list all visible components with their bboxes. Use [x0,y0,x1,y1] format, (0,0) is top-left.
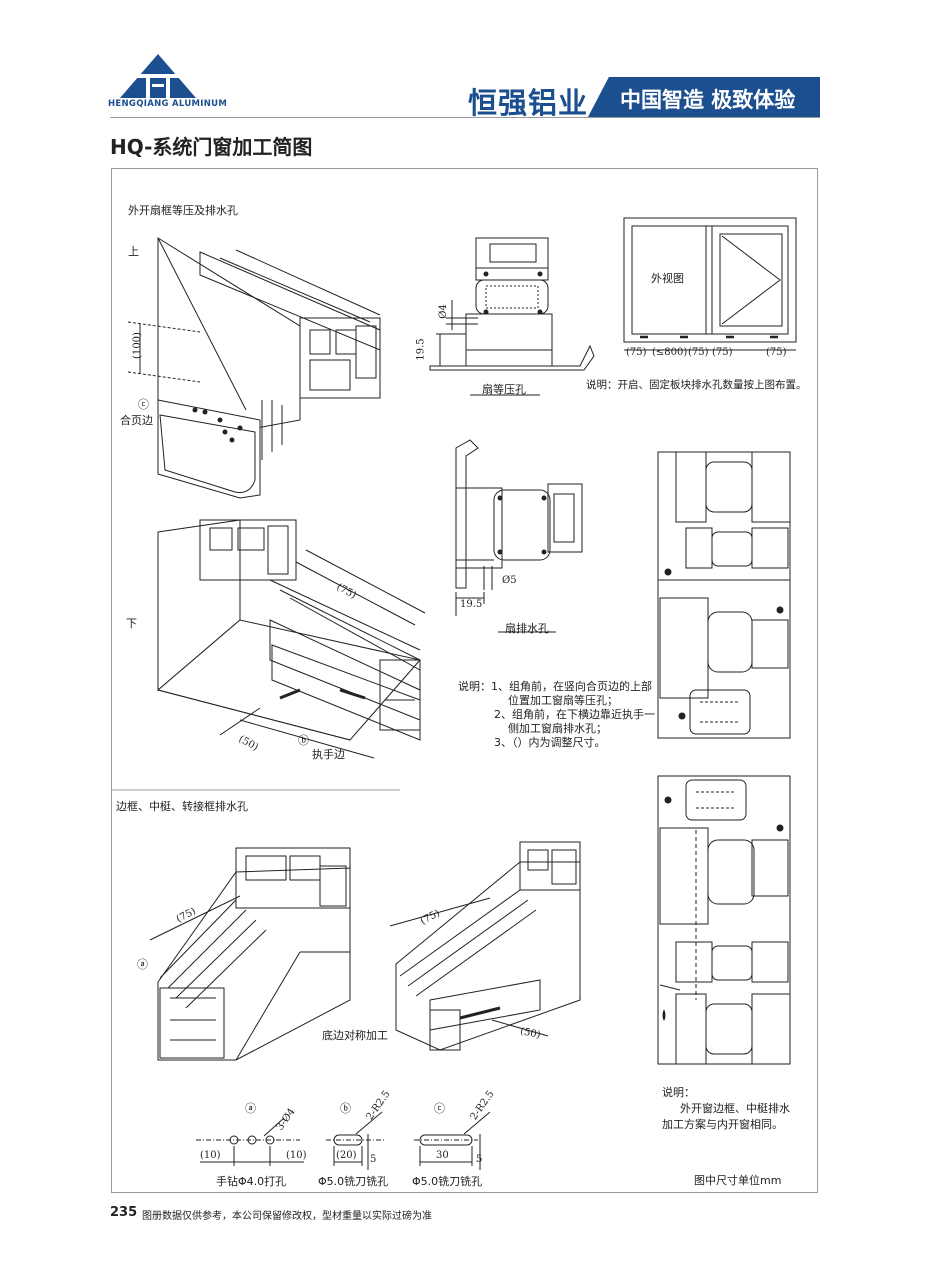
footer-note: 图册数据仅供参考，本公司保留修改权，型材重量以实际过磅为准 [142,1211,432,1222]
right-note-line-2: 外开窗边框、中梃排水 [680,1102,790,1115]
sash-section-label: 外开扇框等压及排水孔 [128,204,238,217]
right-note-line-1: 说明： [662,1086,695,1099]
logo-text: HENGQIANG ALUMINUM [108,99,228,109]
middle-note-line-3: 2、组角前，在下横边靠近执手一 [494,708,655,721]
dim-phi4: Ø4 [437,304,449,319]
frame-corner-left-3d-drawing [149,847,351,1061]
sash-press-caption: 扇等压孔 [482,383,526,396]
elevation-dim-3: (75) [688,347,709,358]
handle-side-label: 执手边 [312,748,345,761]
sash-drain-section-drawing [455,439,583,633]
hole-detail-a-drawing [196,1117,304,1166]
sash-drain-caption: 扇排水孔 [505,622,549,635]
middle-note-line-5: 3、（）内为调整尺寸。 [494,736,606,749]
middle-note-line-4: 侧加工窗扇排水孔； [508,722,607,735]
page-title: HQ-系统门窗加工简图 [110,135,313,159]
marker-b-detail: ⓑ [340,1102,351,1115]
elevation-dim-4: (75) [712,347,733,358]
bottom-symmetric-label: 底边对称加工 [322,1029,388,1042]
sash-press-section-drawing [429,237,595,396]
slot-detail-b-drawing [326,1111,384,1170]
hinge-side-label: 合页边 [120,414,153,427]
sash-top-3d-drawing [127,237,381,499]
sash-bottom-3d-drawing [156,519,426,759]
slogan-banner [588,77,820,117]
slogan-text: 中国智造 极致体验 [620,88,796,112]
dim-5-b: 5 [370,1154,377,1165]
right-section-lower-drawing [657,775,791,1065]
middle-note-line-1: 说明：1、组角前，在竖向合页边的上部 [458,680,652,693]
dim-100: (100) [131,332,143,359]
marker-c-detail: ⓒ [434,1102,445,1115]
window-elevation-drawing [623,217,797,351]
elevation-title: 外视图 [651,272,684,285]
middle-note-line-2: 位置加工窗扇等压孔； [508,694,618,707]
unit-note: 图中尺寸单位mm [694,1174,782,1187]
dim-10-right: (10) [286,1150,307,1161]
right-section-upper-drawing [657,451,791,739]
frame-section-label: 边框、中梃、转接框排水孔 [116,800,248,813]
content-frame [111,168,818,1193]
dim-19-5-drain: 19.5 [460,599,483,610]
elevation-dim-2: (≤800) [652,347,688,358]
marker-c-top: ⓒ [138,398,149,411]
dim-phi5: Ø5 [502,575,517,586]
marker-a-frame: ⓐ [137,958,148,971]
right-note-line-3: 加工方案与内开窗相同。 [662,1118,783,1131]
dim-30: 30 [436,1150,449,1161]
dim-5-c: 5 [476,1154,483,1165]
company-logo [120,54,196,98]
slot-detail-c-drawing [414,1111,491,1170]
mill-hole-caption-2: Φ5.0铣刀铣孔 [412,1175,483,1188]
marker-a-detail: ⓐ [245,1102,256,1115]
mill-hole-caption-1: Φ5.0铣刀铣孔 [318,1175,389,1188]
drill-hole-caption: 手钻Φ4.0打孔 [216,1175,287,1188]
brand-name: 恒强铝业 [468,86,589,120]
dim-10-left: (10) [200,1150,221,1161]
top-label: 上 [128,245,139,258]
elevation-dim-5: (75) [766,347,787,358]
marker-b-sash: ⓑ [298,734,309,747]
frame-corner-right-3d-drawing [389,841,581,1051]
dim-20: (20) [336,1150,357,1161]
dim-19-5-press: 19.5 [415,338,427,361]
page-number: 235 [110,1205,138,1220]
elevation-note: 说明：开启、固定板块排水孔数量按上图布置。 [586,379,807,391]
header-rule [110,117,820,118]
elevation-dim-1: (75) [626,347,647,358]
bottom-label: 下 [126,617,137,630]
